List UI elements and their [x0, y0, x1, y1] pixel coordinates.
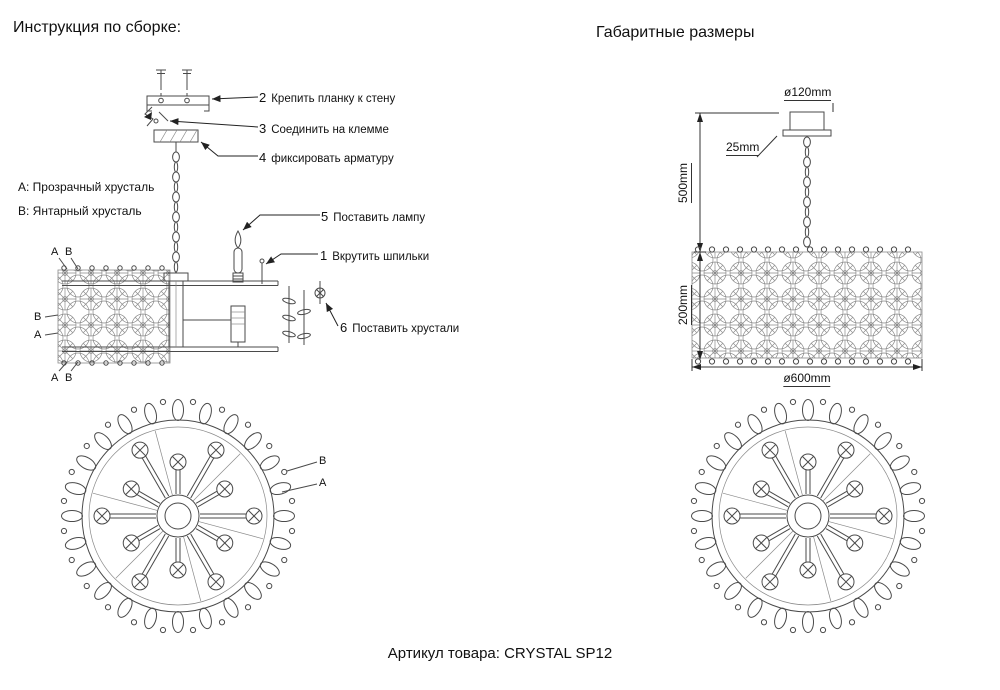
marker-b-mid: В — [34, 311, 42, 323]
step-5: 5 Поставить лампу — [321, 208, 425, 226]
crystal-panel — [57, 269, 171, 364]
step-6: 6 Поставить хрустали — [340, 319, 459, 337]
frame — [62, 272, 279, 352]
drum-body — [691, 251, 923, 359]
legend-a: А: Прозрачный хрусталь — [18, 180, 155, 194]
step-3: 3 Соединить на клемме — [259, 120, 389, 138]
mounting-bar — [146, 95, 210, 106]
step-1-label: Вкрутить шпильки — [332, 251, 430, 263]
generated-art — [60, 136, 926, 634]
wire-clamp — [144, 106, 169, 127]
legend-b: В: Янтарный хрусталь — [18, 204, 142, 218]
dimension-diagram — [691, 103, 923, 371]
lamp-holder — [230, 305, 246, 347]
leader-lines — [169, 95, 339, 327]
step-4: 4 фиксировать арматуру — [259, 149, 394, 167]
step-6-label: Поставить хрустали — [352, 323, 460, 335]
step-2-number: 2 — [259, 90, 267, 105]
marker-b-circle: В — [319, 455, 327, 467]
assembly-title: Инструкция по сборке: — [13, 19, 182, 36]
step-3-label: Соединить на клемме — [271, 124, 389, 136]
dim-canopy-diameter: ø120mm — [784, 85, 832, 101]
marker-a-circle: А — [319, 477, 327, 489]
bolt-icons — [156, 69, 192, 87]
dim-suspension-length: 500mm — [676, 162, 692, 204]
step-5-label: Поставить лампу — [333, 212, 426, 224]
assembly-diagram — [44, 69, 339, 493]
marker-b-top: В — [65, 246, 73, 258]
marker-a-top: А — [51, 246, 59, 258]
dim-body-height: 200mm — [676, 284, 692, 326]
marker-ticks — [44, 257, 79, 372]
bulb-icon — [232, 230, 244, 283]
dimensions-title: Габаритные размеры — [596, 24, 755, 41]
dim-body-diameter: ø600mm — [783, 371, 831, 387]
step-5-number: 5 — [321, 209, 329, 224]
marker-a-mid: А — [34, 329, 42, 341]
marker-a-bottom: А — [51, 372, 59, 384]
step-6-number: 6 — [340, 320, 348, 335]
footer-article: Артикул товара: CRYSTAL SP12 — [387, 645, 613, 662]
step-1-number: 1 — [320, 248, 328, 263]
step-2: 2 Крепить планку к стену — [259, 89, 395, 107]
step-3-number: 3 — [259, 121, 267, 136]
hanging-crystals — [282, 281, 326, 345]
step-2-label: Крепить планку к стену — [271, 93, 396, 105]
dim-canopy-height: 25mm — [726, 140, 760, 156]
marker-b-bottom: В — [65, 372, 73, 384]
step-4-number: 4 — [259, 150, 267, 165]
step-4-label: фиксировать арматуру — [271, 153, 394, 165]
stud-pin — [259, 258, 265, 284]
step-1: 1 Вкрутить шпильки — [320, 247, 429, 265]
